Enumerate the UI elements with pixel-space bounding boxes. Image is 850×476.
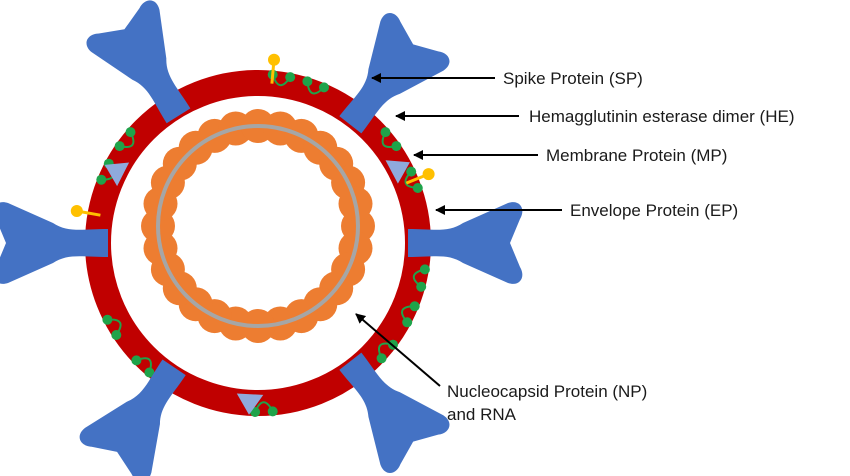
hemagglutinin-esterase-dimer xyxy=(104,162,130,187)
nucleocapsid-arrow xyxy=(355,313,441,387)
membrane-protein-dot xyxy=(416,281,427,292)
membrane-protein xyxy=(404,166,423,193)
membrane-protein-dot xyxy=(419,264,430,275)
spike-body xyxy=(339,13,450,134)
membrane-protein-dot xyxy=(144,367,155,378)
envelope-protein-head xyxy=(70,205,83,217)
spike-body xyxy=(0,202,108,284)
membrane-protein-dot xyxy=(111,330,122,340)
membrane-protein xyxy=(412,264,430,292)
spike-protein xyxy=(0,202,108,284)
membrane-protein-dot xyxy=(406,166,417,177)
spike-proteins xyxy=(0,0,523,476)
membrane-protein-dot xyxy=(319,82,329,93)
membrane-protein xyxy=(114,127,136,152)
membrane-protein-dot xyxy=(102,314,113,325)
membrane-label: Membrane Protein (MP) xyxy=(546,146,727,165)
membrane-protein-dot xyxy=(376,353,387,364)
membrane-proteins xyxy=(96,69,430,417)
membrane-protein-dot xyxy=(114,141,125,152)
hemagglutinin-esterase-dimer xyxy=(236,393,264,415)
membrane-protein xyxy=(102,314,122,340)
nucleocapsid-beads xyxy=(141,109,375,343)
membrane-protein xyxy=(131,355,155,378)
envelope-protein xyxy=(70,205,101,217)
spike-body xyxy=(408,202,523,284)
envelope-protein xyxy=(405,168,435,185)
membrane-protein-dot xyxy=(412,183,423,193)
membrane-protein xyxy=(380,127,402,152)
rna-strand xyxy=(156,124,360,328)
spike-body xyxy=(79,359,186,476)
envelope-protein xyxy=(268,53,280,84)
spike-protein xyxy=(339,352,450,473)
membrane-protein-dot xyxy=(125,127,136,138)
membrane-protein-dot xyxy=(409,301,420,312)
spike-label: Spike Protein (SP) xyxy=(503,69,643,88)
hemagglutinin-label: Hemagglutinin esterase dimer (HE) xyxy=(529,107,795,126)
membrane-protein-dot xyxy=(402,317,413,328)
spike-body xyxy=(86,0,191,124)
membrane-protein xyxy=(250,401,278,417)
membrane-protein-dot xyxy=(96,174,107,185)
spike-protein xyxy=(408,202,523,284)
envelope-label: Envelope Protein (EP) xyxy=(570,201,738,220)
spike-protein xyxy=(339,13,450,134)
nucleocapsid-label-line1: Nucleocapsid Protein (NP) xyxy=(447,382,647,401)
envelope-protein-head xyxy=(422,168,435,181)
hemagglutinin-esterase-dimers xyxy=(104,160,410,415)
spike-body xyxy=(339,352,450,473)
spike-protein xyxy=(79,359,186,476)
spike-protein xyxy=(86,0,191,124)
envelope-proteins xyxy=(70,53,435,217)
hemagglutinin-esterase-dimer xyxy=(385,160,410,184)
membrane-protein-dot xyxy=(267,406,278,417)
membrane-protein-dot xyxy=(285,72,296,83)
membrane-protein-dot xyxy=(391,141,402,152)
membrane-protein xyxy=(302,76,329,95)
membrane-protein-dot xyxy=(302,76,313,87)
membrane-protein xyxy=(401,301,420,328)
membrane-protein-dot xyxy=(131,355,142,366)
envelope-protein-head xyxy=(268,53,280,66)
membrane-protein-dot xyxy=(380,127,391,138)
nucleocapsid-label-line2: and RNA xyxy=(447,405,517,424)
